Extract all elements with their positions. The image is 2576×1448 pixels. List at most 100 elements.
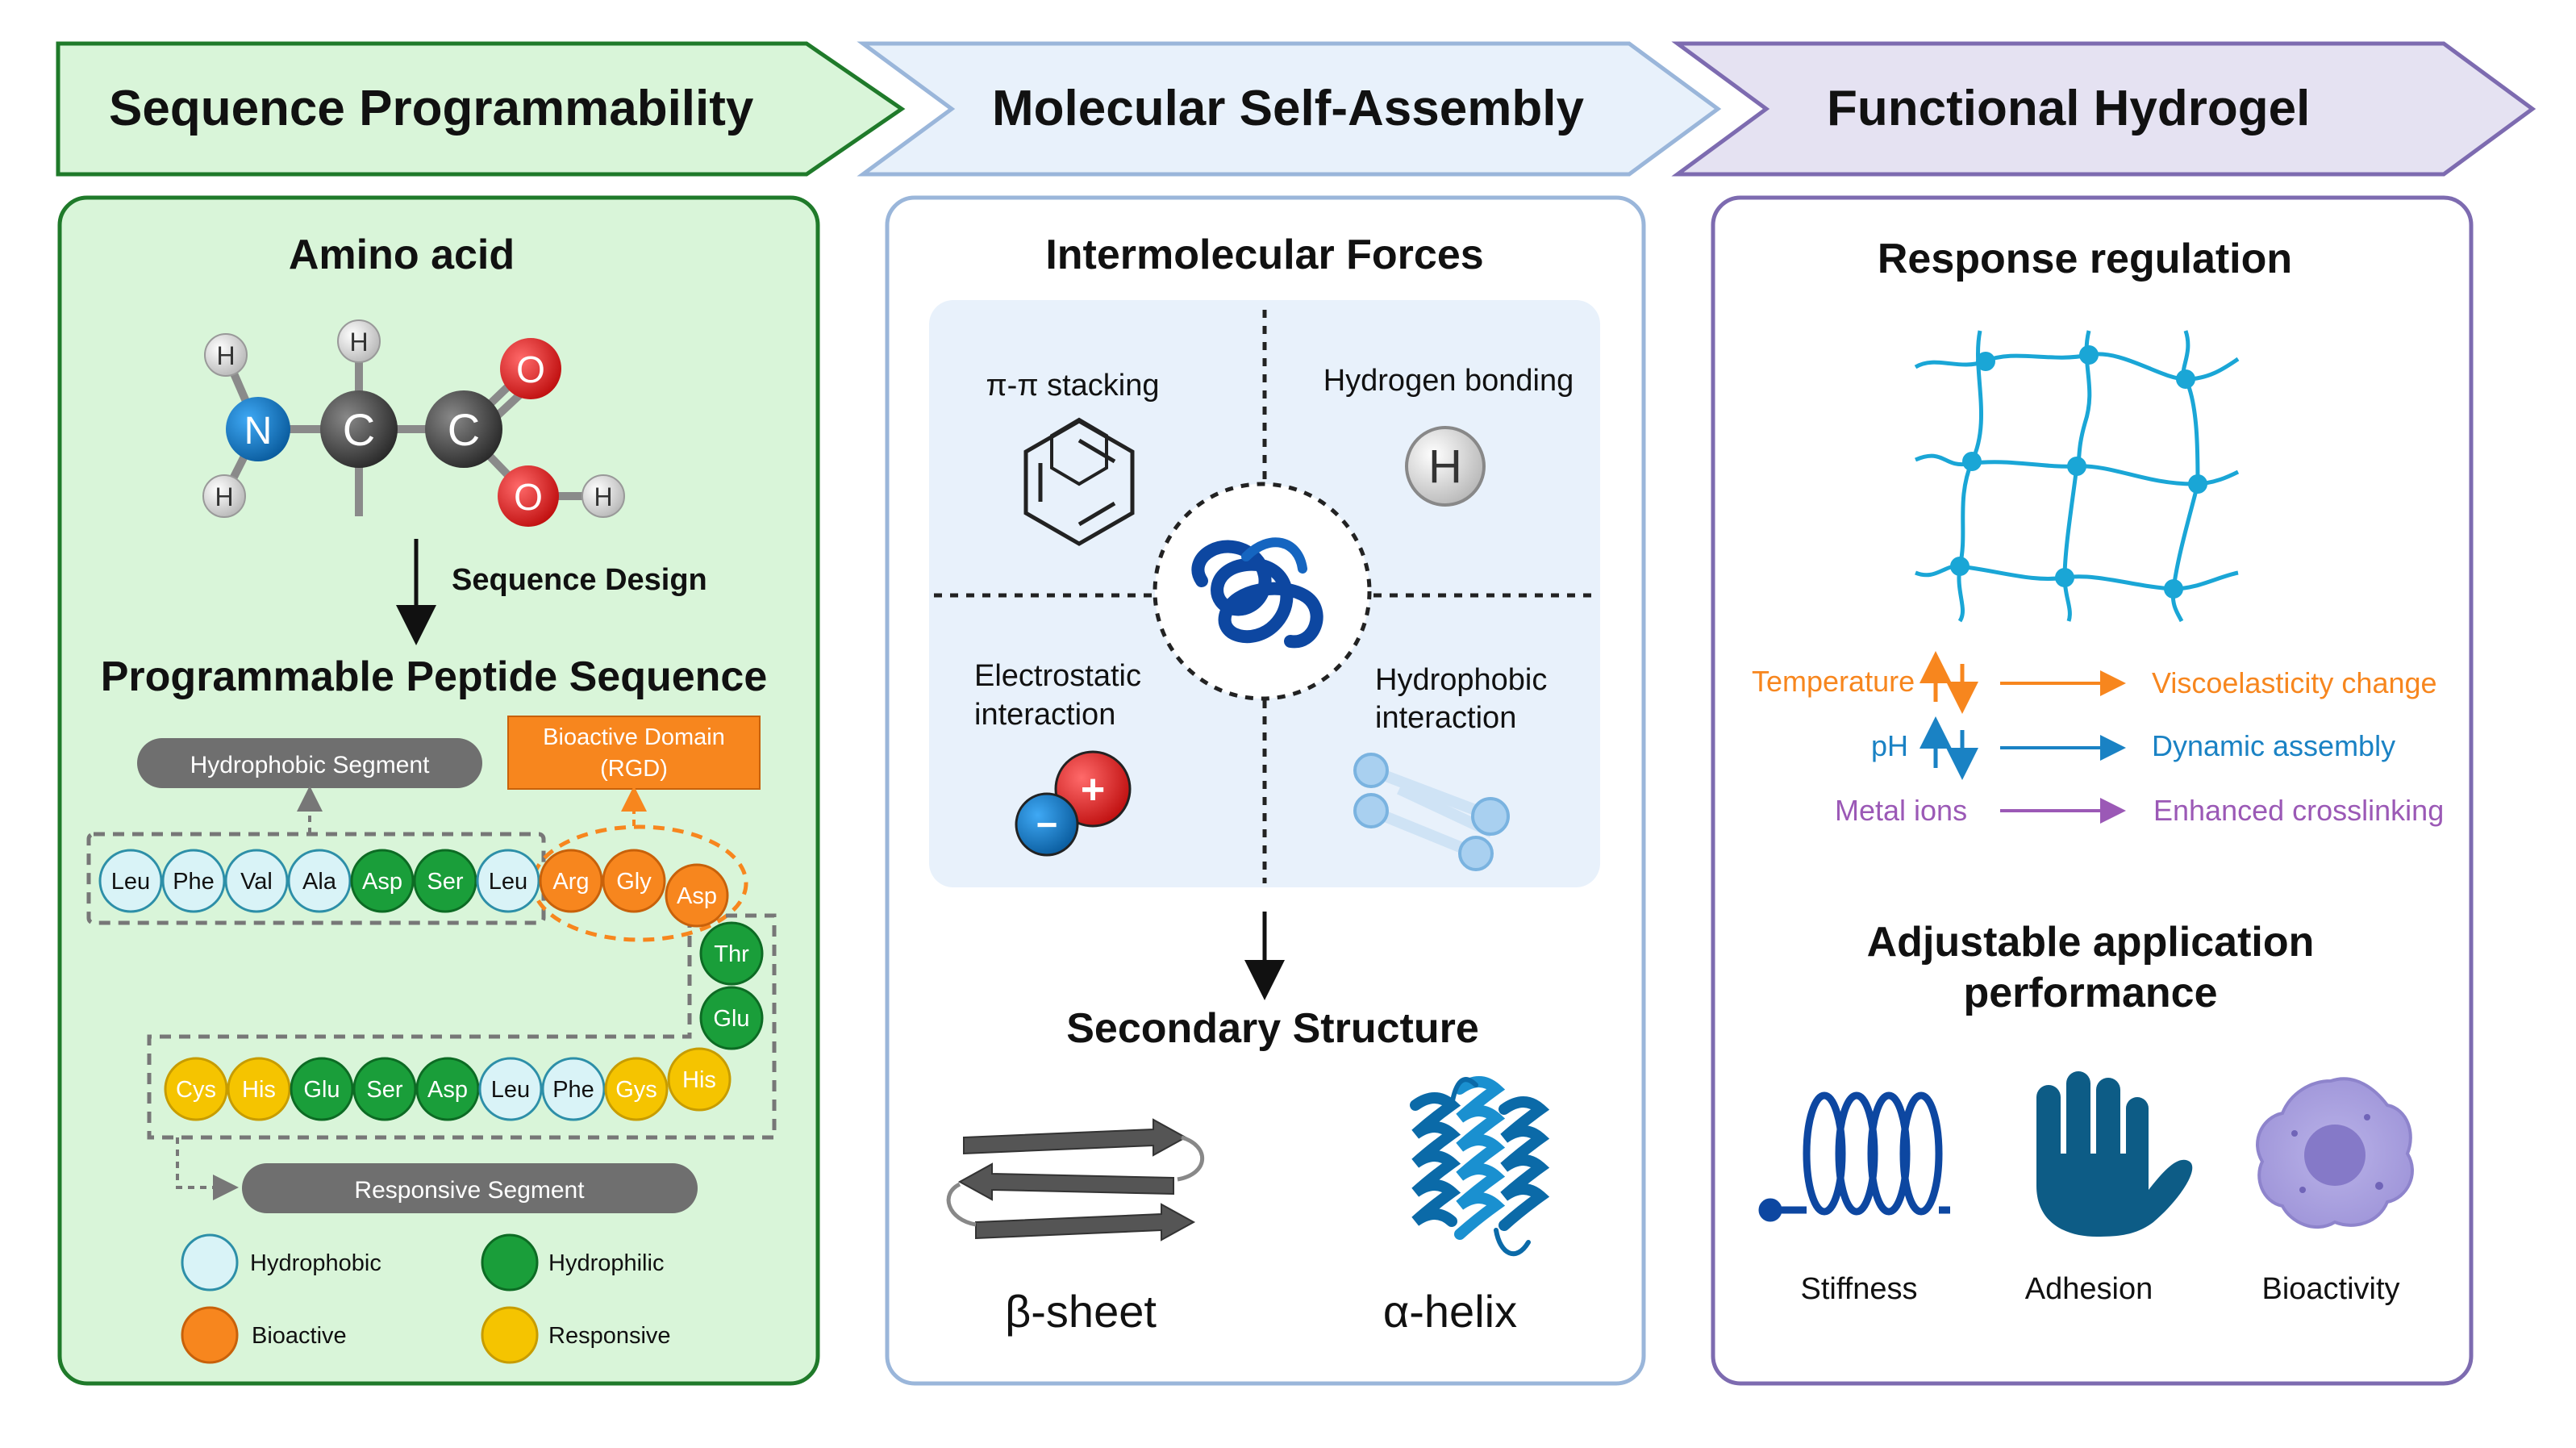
effect-viscoelasticity: Viscoelasticity change — [2152, 666, 2437, 699]
benzene-icon-inner — [1023, 419, 1135, 546]
positive-charge-icon — [1054, 750, 1132, 828]
residue-label-col-1: Glu — [713, 1006, 749, 1032]
residue-row1-6 — [476, 849, 540, 913]
stimulus-ph: pH — [1871, 729, 1908, 762]
atom-n: N — [244, 410, 273, 453]
electrostatic-label-1: Electrostatic — [974, 659, 1141, 693]
residue-row1-2 — [224, 849, 289, 913]
residue-row2-0 — [164, 1057, 228, 1121]
residue-label-row2-1: His — [242, 1077, 276, 1103]
response-title: Response regulation — [1878, 236, 2292, 282]
legend-swatch-hydrophobic — [181, 1233, 239, 1292]
atom-h-3: H — [349, 328, 368, 357]
residue-row1-9 — [665, 863, 729, 928]
atom-c-2: C — [448, 404, 480, 455]
header-assembly: Molecular Self-Assembly — [857, 41, 1722, 177]
atom-o-2: O — [514, 476, 543, 518]
application-title-1: Adjustable application — [1867, 919, 2315, 966]
atom-c-1: C — [343, 404, 375, 455]
residue-label-row1-2: Val — [240, 869, 273, 895]
residue-col-0 — [699, 921, 764, 986]
residue-row2-4 — [415, 1057, 480, 1121]
legend-label-bioactive: Bioactive — [252, 1323, 347, 1349]
residue-label-row1-5: Ser — [427, 869, 463, 895]
residue-row2-8 — [667, 1047, 732, 1112]
hydrophobic-interaction-label-1: Hydrophobic — [1375, 663, 1547, 697]
atom-o-1: O — [516, 348, 545, 390]
residue-row1-5 — [413, 849, 477, 913]
bioactivity-cell-icon — [2256, 1077, 2414, 1229]
residue-legend: Hydrophobic Hydrophilic Bioactive Respon… — [181, 1233, 671, 1364]
residue-label-row2-8: His — [682, 1067, 716, 1093]
peptide-coil-icon — [1191, 537, 1323, 649]
atom-h-4: H — [594, 482, 612, 511]
stiffness-spring-icon — [1758, 1091, 1950, 1222]
residue-row2-1 — [227, 1057, 291, 1121]
hydrophobic-segment-label: Hydrophobic Segment — [190, 752, 431, 778]
hydrophobic-segment-box — [137, 738, 482, 788]
residue-row1-1 — [161, 849, 226, 913]
header-sequence: Sequence Programmability — [56, 41, 906, 177]
responsive-segment-arrow — [176, 1137, 239, 1200]
application-title-2: performance — [1964, 970, 2218, 1016]
adhesion-hand-icon — [2036, 1071, 2193, 1237]
legend-swatch-bioactive — [181, 1306, 239, 1364]
bioactivity-label: Bioactivity — [2261, 1272, 2399, 1306]
stimulus-temperature: Temperature — [1752, 665, 1915, 698]
amino-acid-title: Amino acid — [289, 232, 515, 278]
lipid-icon — [1353, 753, 1510, 871]
responsive-segment-frame — [147, 913, 777, 1140]
hydrogen-symbol: H — [1428, 440, 1462, 493]
residue-label-row2-0: Cys — [176, 1077, 216, 1103]
adhesion-label: Adhesion — [2025, 1272, 2153, 1306]
residue-label-row1-4: Asp — [362, 869, 402, 895]
legend-swatch-responsive — [481, 1306, 539, 1364]
stiffness-label: Stiffness — [1800, 1272, 1917, 1306]
responsive-segment-box — [242, 1163, 698, 1213]
residue-row2-5 — [478, 1057, 543, 1121]
amino-acid-molecule: H H H H N C C O O — [202, 319, 625, 527]
residue-row2-2 — [290, 1057, 354, 1121]
electrostatic-label-2: interaction — [974, 698, 1115, 732]
negative-charge-icon — [1015, 792, 1079, 857]
legend-label-hydrophilic: Hydrophilic — [548, 1250, 664, 1276]
legend-swatch-hydrophilic — [481, 1233, 539, 1292]
residue-label-row1-1: Phe — [173, 869, 215, 895]
header-assembly-text: Molecular Self-Assembly — [992, 81, 1584, 136]
beta-sheet-label: β-sheet — [1005, 1286, 1157, 1337]
residue-label-row2-7: Gys — [615, 1077, 657, 1103]
residue-label-row1-7: Arg — [552, 869, 589, 895]
residue-row2-6 — [541, 1057, 606, 1121]
pi-stacking-label: π-π stacking — [986, 369, 1159, 403]
peptide-title: Programmable Peptide Sequence — [101, 653, 768, 700]
hydrogel-crosslink-nodes — [1950, 345, 2207, 599]
residue-label-row1-6: Leu — [489, 869, 527, 895]
secondary-title: Secondary Structure — [1066, 1005, 1479, 1052]
residue-label-row2-5: Leu — [491, 1077, 530, 1103]
bioactive-domain-box — [507, 716, 761, 790]
residue-row1-7 — [539, 849, 603, 913]
residue-label-row2-3: Ser — [366, 1077, 402, 1103]
residue-row2-3 — [352, 1057, 417, 1121]
atom-h-1: H — [216, 341, 235, 370]
residue-label-row1-9: Asp — [677, 883, 717, 909]
bioactive-domain-label-2: (RGD) — [600, 756, 668, 782]
legend-label-hydrophobic: Hydrophobic — [250, 1250, 381, 1276]
forces-title: Intermolecular Forces — [1045, 232, 1483, 278]
stimulus-metal-ions: Metal ions — [1835, 794, 1967, 827]
residue-label-row2-4: Asp — [427, 1077, 468, 1103]
effect-enhanced-crosslinking: Enhanced crosslinking — [2153, 794, 2444, 827]
residue-col-1 — [699, 986, 764, 1050]
residue-row1-0 — [98, 849, 163, 913]
atom-h-2: H — [215, 482, 233, 511]
header-hydrogel-text: Functional Hydrogel — [1827, 81, 2310, 136]
residue-row1-8 — [602, 849, 666, 913]
responsive-segment-label: Responsive Segment — [354, 1177, 585, 1204]
panel-hydrogel — [1711, 195, 2474, 1386]
negative-charge-symbol: − — [1036, 803, 1058, 845]
beta-sheet-icon — [946, 1118, 1205, 1241]
header-sequence-text: Sequence Programmability — [109, 81, 754, 136]
residue-label-row2-2: Glu — [303, 1077, 340, 1103]
